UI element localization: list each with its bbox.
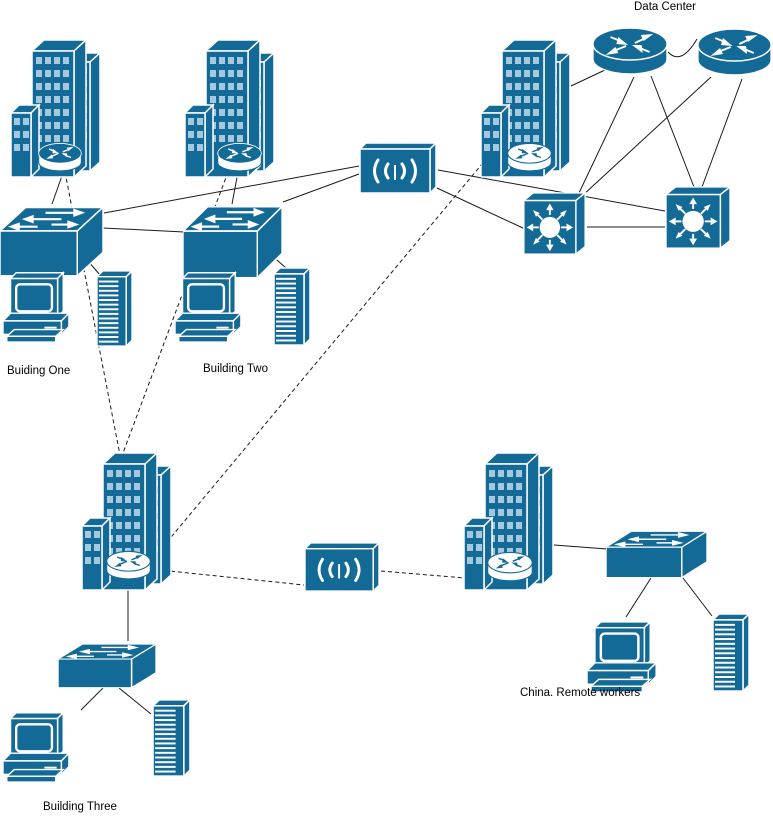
data-center-label: Data Center xyxy=(634,1,697,13)
edge-apcore-mlswitchleft xyxy=(436,187,526,230)
edge-dcrouterright-mlswitchright xyxy=(701,78,743,188)
china-router-icon[interactable] xyxy=(487,551,533,582)
building-one-router-icon[interactable] xyxy=(38,142,82,172)
edge-b1router-b1switch xyxy=(51,172,64,205)
wireless-ap-core-icon[interactable] xyxy=(358,141,438,195)
building-one-label: Buiding One xyxy=(7,365,71,377)
building-one-server-icon[interactable] xyxy=(97,271,132,346)
building-three-switch-icon[interactable] xyxy=(58,643,157,689)
building-two-pc-icon[interactable] xyxy=(175,271,243,344)
edge-b1switch-b2switch xyxy=(102,227,185,233)
building-one-switch-icon[interactable] xyxy=(0,206,104,277)
edge-dcrouterleft-dcrouterright xyxy=(667,38,698,58)
edge-b1router-b3building xyxy=(64,171,121,456)
building-two-switch-icon[interactable] xyxy=(183,205,283,279)
china-switch-icon[interactable] xyxy=(606,530,708,579)
data-center-building-router-icon[interactable] xyxy=(507,142,552,172)
china-label: China. Remote workers xyxy=(520,687,641,699)
edge-dcrouterleft-mlswitchright xyxy=(650,75,695,188)
building-two-server-icon[interactable] xyxy=(274,268,310,345)
edge-apcore-mlswitchright xyxy=(437,169,666,212)
edge-chinaswitch-chinaserver xyxy=(682,577,713,617)
edge-b1switch-apcore xyxy=(103,165,360,214)
edge-dcrouterleft-mlswitchleft xyxy=(578,76,635,194)
edge-dcbuilding-dcrouterleft xyxy=(570,69,606,87)
building-three-label: Building Three xyxy=(43,801,117,813)
china-server-icon[interactable] xyxy=(713,614,749,691)
building-three-server-icon[interactable] xyxy=(153,700,190,776)
building-one-pc-icon[interactable] xyxy=(3,271,71,344)
data-center-router-left-icon[interactable] xyxy=(591,27,669,75)
edge-chinabuilding-chinaswitch xyxy=(553,544,608,550)
multilayer-switch-left-icon[interactable] xyxy=(522,191,587,256)
edge-dcrouterright-mlswitchleft xyxy=(581,76,712,197)
building-three-pc-icon[interactable] xyxy=(3,711,71,784)
edge-b3switch-b3server xyxy=(118,687,152,715)
data-center-router-right-icon[interactable] xyxy=(696,28,773,76)
china-pc-icon[interactable] xyxy=(587,620,658,694)
edge-b3router-apremote xyxy=(149,568,305,586)
building-three-router-icon[interactable] xyxy=(106,550,151,580)
building-two-label: Building Two xyxy=(203,363,268,375)
multilayer-switch-right-icon[interactable] xyxy=(664,185,732,250)
edge-dcrouter-b3router xyxy=(151,151,493,561)
edge-b3switch-b3pc xyxy=(80,687,104,711)
wireless-ap-remote-icon[interactable] xyxy=(303,541,381,593)
edge-chinaswitch-chinapc xyxy=(625,577,652,618)
edge-b2switch-apcore xyxy=(282,173,360,203)
building-two-router-icon[interactable] xyxy=(217,142,262,172)
